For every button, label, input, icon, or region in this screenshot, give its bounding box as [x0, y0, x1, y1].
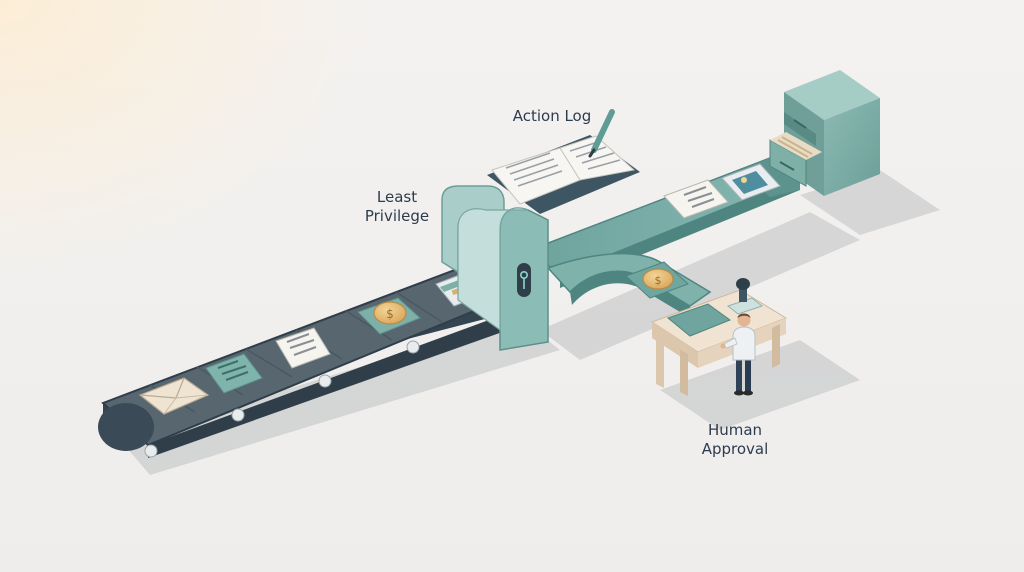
pen-icon	[588, 109, 615, 158]
least-privilege-label-line1: Least	[376, 188, 418, 206]
human-approval-label-line2: Approval	[701, 440, 769, 458]
coin-icon: $	[357, 297, 421, 335]
least-privilege-label-line2: Privilege	[364, 207, 430, 225]
document-icon	[275, 327, 331, 369]
person-figure	[720, 313, 756, 396]
action-log-label: Action Log	[512, 107, 592, 125]
document-icon	[205, 353, 263, 394]
human-approval-label: Human Approval	[690, 421, 780, 459]
svg-text:$: $	[655, 274, 662, 287]
least-privilege-gate	[441, 185, 549, 351]
coin-icon: $	[625, 261, 689, 299]
action-log-book	[487, 135, 640, 214]
human-approval-label-line1: Human	[707, 421, 763, 439]
document-icon	[663, 179, 729, 219]
envelope-icon	[138, 377, 210, 415]
svg-text:$: $	[386, 307, 394, 321]
image-icon	[721, 163, 781, 201]
filing-cabinet	[769, 70, 880, 196]
least-privilege-label: Least Privilege	[352, 188, 442, 226]
branch-track	[546, 252, 712, 318]
